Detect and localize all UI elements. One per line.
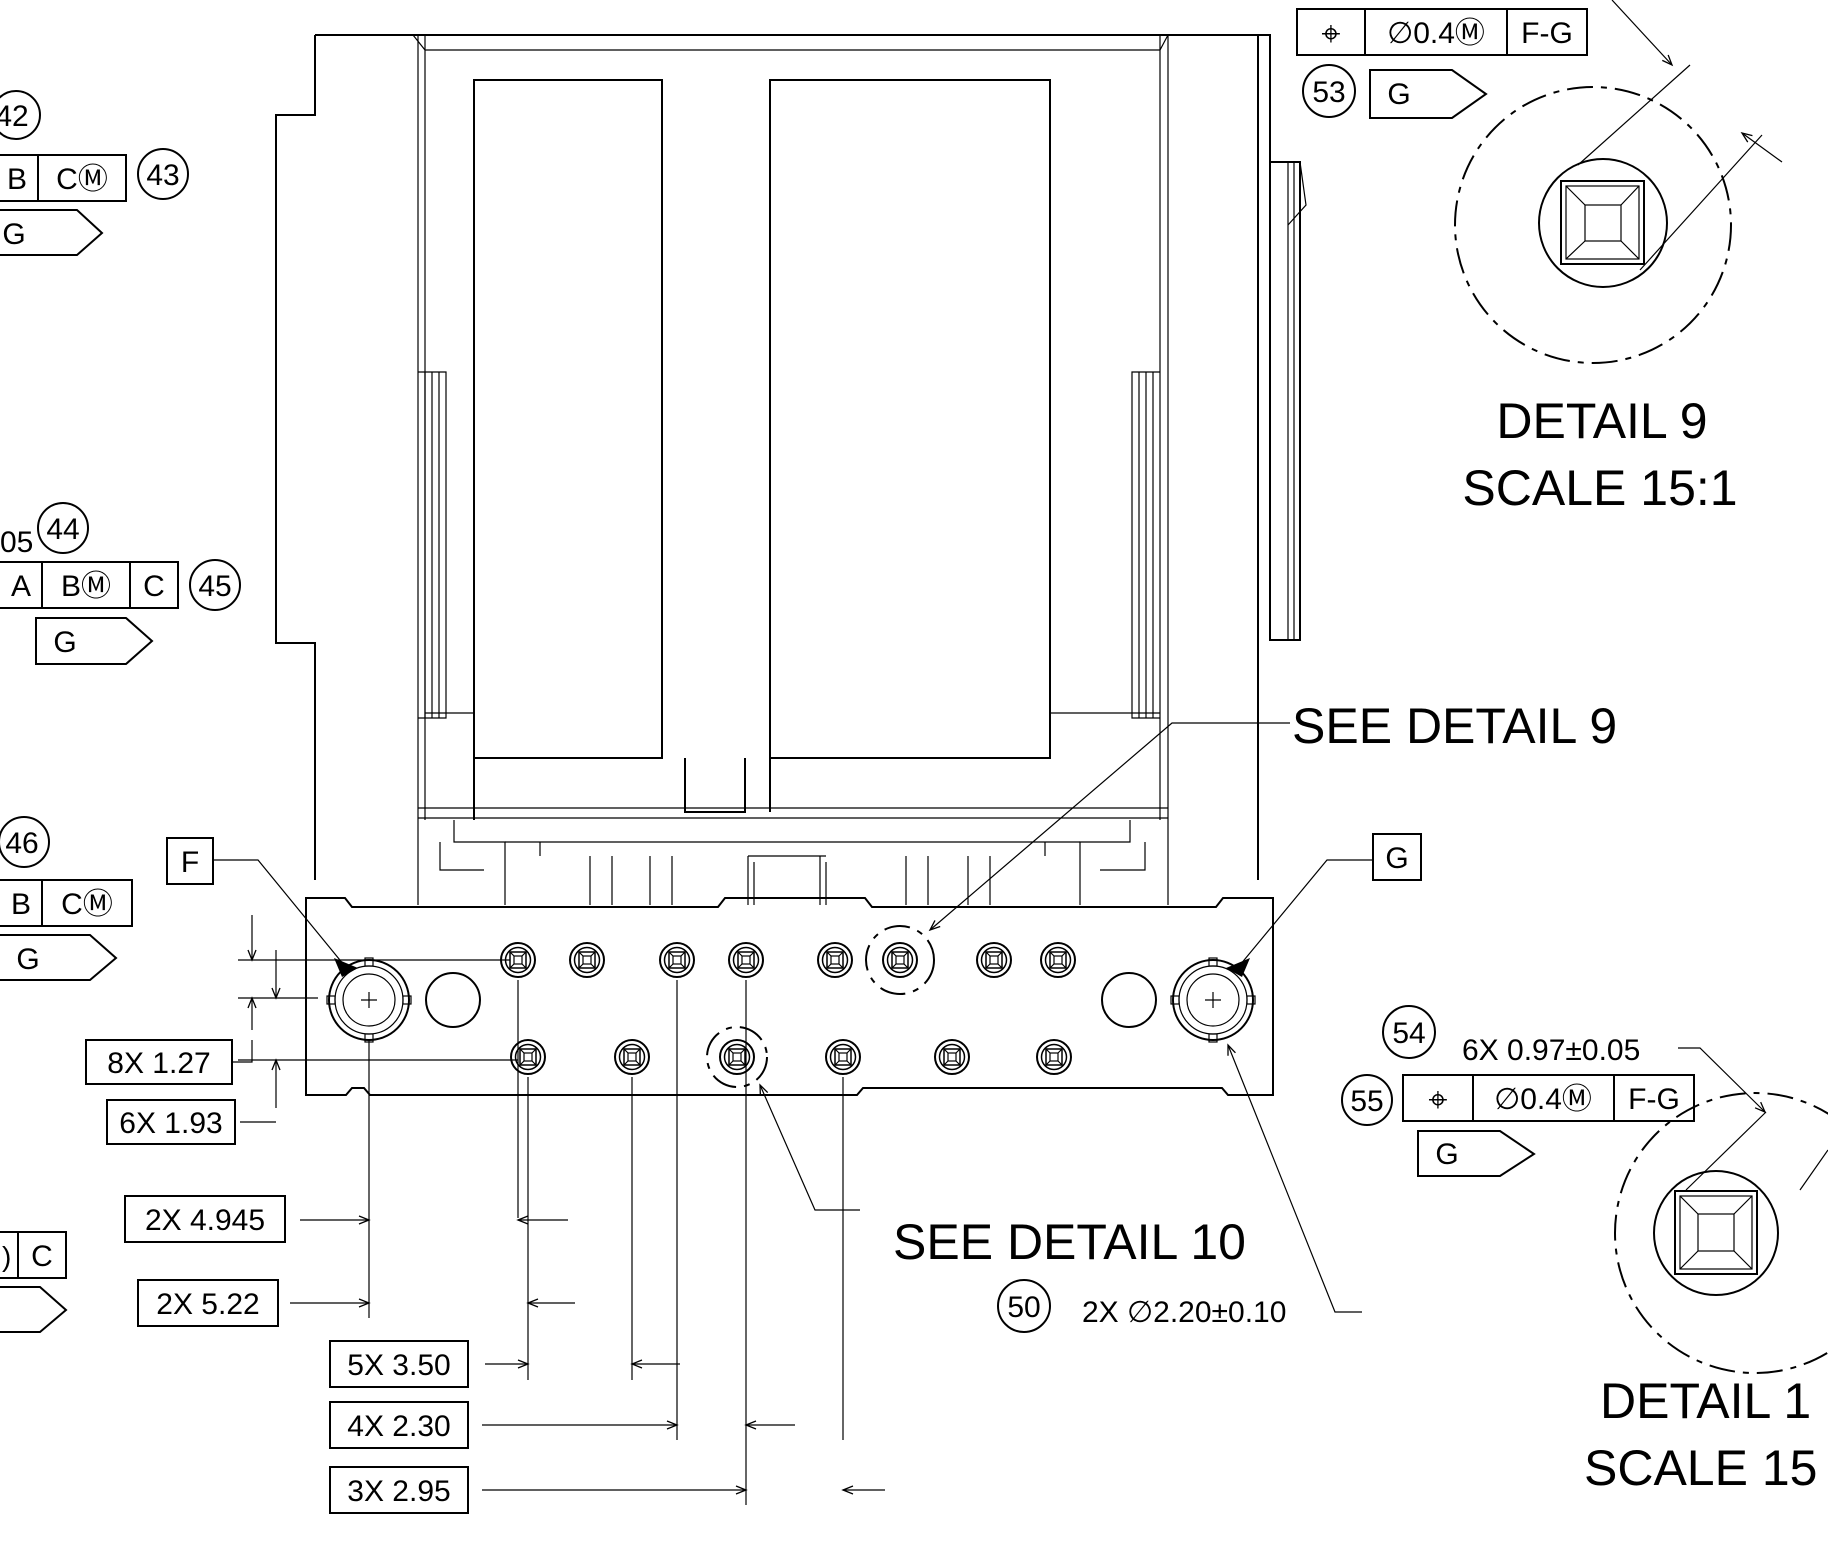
dimension-4x230: 4X 2.30	[329, 1401, 469, 1449]
left-fcf-row4: ) C	[0, 1231, 68, 1333]
fcf-top-surface: G	[1387, 78, 1410, 111]
left-fcf-row3: 46 B CⓂ G	[0, 816, 133, 981]
datum-f-label: F	[181, 846, 199, 879]
left-fcf-row1: 42 B CⓂ 43 G	[0, 90, 189, 256]
detail-10-title: DETAIL 1	[1600, 1373, 1811, 1429]
datum-g-label: G	[1385, 842, 1408, 875]
fcf-row4-cell2: C	[31, 1240, 53, 1273]
fcf-row2-cell1: A	[11, 570, 31, 603]
balloon-45: 45	[198, 570, 231, 603]
fcf-row4-cell1: )	[2, 1241, 11, 1272]
fcf-top-right: ⌖ ∅0.4Ⓜ F-G 53 G	[1296, 8, 1588, 119]
base-holes	[326, 925, 1256, 1088]
balloon-46: 46	[5, 827, 38, 860]
see-detail-10-callout: SEE DETAIL 10	[893, 1214, 1246, 1270]
balloon-44: 44	[46, 513, 79, 546]
fcf-detail10-surface: G	[1435, 1138, 1458, 1171]
balloon-50: 50	[1007, 1291, 1040, 1324]
fcf-row2-surface: G	[53, 626, 76, 659]
dimension-lines	[214, 0, 1828, 1505]
balloon-54: 54	[1392, 1017, 1425, 1050]
detail-10-note: 6X 0.97±0.05	[1462, 1034, 1640, 1067]
fcf-row2-cell3: C	[143, 570, 165, 603]
fcf-detail-10: 54 6X 0.97±0.05 55 ⌖ ∅0.4Ⓜ F-G G	[1341, 1005, 1695, 1177]
hole-note: 50 2X ∅2.20±0.10	[997, 1279, 1286, 1333]
dim-4x230-text: 4X 2.30	[347, 1410, 450, 1443]
part-body	[275, 34, 1307, 1096]
fcf-row1-cell1: B	[7, 163, 27, 196]
detail-10-scale: SCALE 15	[1584, 1440, 1817, 1496]
dimension-6x193: 6X 1.93	[106, 1099, 236, 1145]
fcf-row3-cell1: B	[11, 888, 31, 921]
dim-5x350-text: 5X 3.50	[347, 1349, 450, 1382]
position-symbol-icon: ⌖	[1428, 1081, 1447, 1119]
fcf-detail10-tolerance: ∅0.4Ⓜ	[1494, 1083, 1592, 1116]
detail-9-scale: SCALE 15:1	[1462, 460, 1737, 516]
see-detail-9-callout: SEE DETAIL 9	[1292, 698, 1617, 754]
detail-10-view	[1614, 1092, 1828, 1374]
fcf-row3-cell2: CⓂ	[61, 888, 113, 921]
datum-g-symbol: G	[1372, 833, 1422, 881]
position-symbol-icon: ⌖	[1321, 15, 1340, 53]
dimension-2x4945: 2X 4.945	[124, 1195, 286, 1243]
balloon-43: 43	[146, 159, 179, 192]
plain-hole-left	[425, 972, 481, 1028]
detail-9-view	[1454, 86, 1732, 364]
fcf-row1-surface: G	[2, 218, 25, 251]
detail-9-title: DETAIL 9	[1496, 393, 1707, 449]
dim-2x522-text: 2X 5.22	[156, 1288, 259, 1321]
dimension-3x295: 3X 2.95	[329, 1466, 469, 1514]
fcf-top-tolerance: ∅0.4Ⓜ	[1387, 17, 1485, 50]
fcf-top-datum: F-G	[1521, 17, 1573, 50]
dim-6x193-text: 6X 1.93	[119, 1107, 222, 1140]
fcf-row1-cell2: CⓂ	[56, 163, 108, 196]
fcf-row2-cell2: BⓂ	[61, 570, 111, 603]
datum-f-symbol: F	[166, 837, 214, 885]
balloon-53: 53	[1312, 76, 1345, 109]
fcf-row2-prefix: 05	[0, 526, 33, 559]
balloon-42: 42	[0, 100, 29, 133]
balloon-55: 55	[1350, 1085, 1383, 1118]
dim-8x127-text: 8X 1.27	[107, 1047, 210, 1080]
plain-hole-right	[1101, 972, 1157, 1028]
fcf-row3-surface: G	[16, 943, 39, 976]
dim-3x295-text: 3X 2.95	[347, 1475, 450, 1508]
left-fcf-row2: 05 44 A BⓂ C 45 G	[0, 502, 241, 665]
fcf-detail10-datum: F-G	[1628, 1083, 1680, 1116]
datum-hole-g	[1170, 957, 1256, 1043]
dimension-2x522: 2X 5.22	[137, 1279, 279, 1327]
dimension-8x127: 8X 1.27	[85, 1039, 233, 1085]
dim-2x4945-text: 2X 4.945	[145, 1204, 265, 1237]
dimension-5x350: 5X 3.50	[329, 1340, 469, 1388]
hole-note-text: 2X ∅2.20±0.10	[1082, 1296, 1286, 1329]
